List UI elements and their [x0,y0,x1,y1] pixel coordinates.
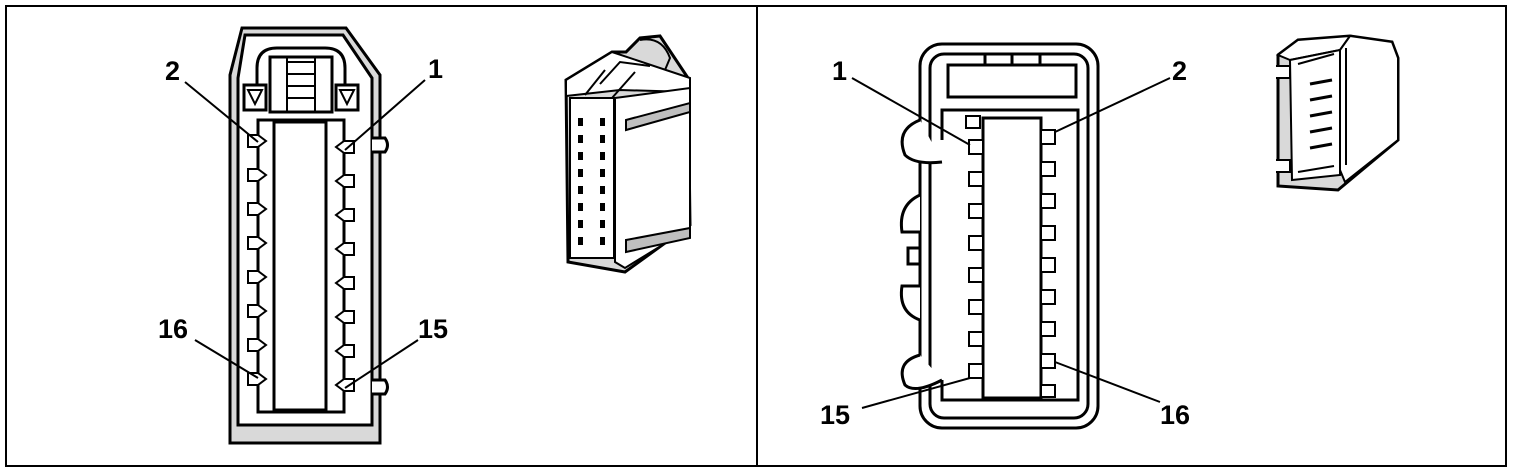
left-pin-label-15: 15 [418,314,448,344]
terminal-left-col [247,202,268,216]
left-pin-label-1: 1 [428,54,443,84]
terminal-left-col [247,236,268,250]
left-latch-left-detail [246,89,264,107]
left-latch-right [334,83,360,112]
terminal-right-col [1040,193,1056,209]
left-leader-1 [344,79,426,151]
iso-slot [1309,94,1333,102]
terminal-left-col [247,338,268,352]
left-lock-window [268,55,334,114]
right-leader-15 [861,377,971,409]
iso-cavity [600,135,605,143]
left-pin-label-16: 16 [158,314,188,344]
iso-cavity [600,220,605,228]
right-top-key [946,63,1078,99]
left-leader-16 [194,339,259,379]
left-panel: 2 1 16 15 [158,26,692,445]
terminal-left-col [247,304,268,318]
terminal-left-col [968,171,984,187]
left-terminals [247,134,355,392]
terminal-right-col [1040,257,1056,273]
terminal-right-col [334,276,355,290]
right-center-plate [981,116,1043,400]
terminal-right-col [334,208,355,222]
iso-slot [1309,142,1333,150]
terminal-right-col [1040,161,1056,177]
iso-cavity [578,220,583,228]
left-side-key-top [372,136,389,154]
terminal-right-col [334,242,355,256]
iso-cavity [600,118,605,126]
right-side-tab-mid2 [906,246,922,266]
left-lock-slats [286,57,316,112]
terminal-left-col [968,203,984,219]
left-center-plate [272,120,328,412]
terminal-left-col [968,299,984,315]
left-latch-right-detail [338,89,356,107]
terminal-right-col [334,174,355,188]
left-lock-arch [255,46,347,110]
iso-cavity [600,169,605,177]
terminal-left-col [247,168,268,182]
iso-cavity [578,169,583,177]
right-side-tab-top [900,118,943,165]
terminal-right-col [334,140,355,154]
terminal-right-col [334,310,355,324]
right-side-tab-mid3 [899,284,921,322]
terminal-right-col [334,378,355,392]
left-pin-label-2: 2 [165,56,180,86]
right-pin-label-1: 1 [832,56,847,86]
iso-cavity [578,118,583,126]
right-pin-label-16: 16 [1160,400,1190,430]
terminal-right-col [1040,129,1056,145]
left-side-key-bottom [372,378,389,396]
right-terminals [968,129,1056,379]
left-latch-left [242,83,268,112]
iso-cavity [600,203,605,211]
iso-cavity [578,135,583,143]
terminal-left-col [968,235,984,251]
terminal-left-col [968,363,984,379]
right-leader-2 [1054,77,1171,133]
terminal-right-col [1040,353,1056,369]
right-pin-label-2: 2 [1172,56,1187,86]
iso-cavity [600,186,605,194]
iso-cavity [600,237,605,245]
iso-cavity [578,203,583,211]
iso-slot [1309,126,1333,134]
terminal-left-col [968,331,984,347]
left-leader-15 [344,339,419,389]
right-corner-tab-bottom [1040,384,1056,398]
right-panel: 1 2 15 16 [820,34,1400,430]
terminal-left-col [968,139,984,155]
terminal-right-col [334,344,355,358]
terminal-left-col [968,267,984,283]
right-iso-connector [1276,34,1400,192]
right-pin-label-15: 15 [820,400,850,430]
iso-cavity [578,152,583,160]
terminal-left-col [247,270,268,284]
terminal-right-col [1040,225,1056,241]
right-inner-frame [940,108,1080,402]
terminal-right-col [1040,321,1056,337]
iso-slot [1309,78,1333,86]
right-side-tab-bottom [900,353,943,391]
left-leader-2 [184,81,259,143]
right-corner-tab-top [965,115,981,129]
iso-cavity [600,152,605,160]
right-leader-1 [851,77,971,146]
right-side-tab-mid1 [899,193,921,234]
iso-slot [1309,110,1333,118]
iso-cavity [578,186,583,194]
iso-cavity [578,237,583,245]
terminal-right-col [1040,289,1056,305]
left-iso-connector [564,34,692,274]
right-leader-16 [1054,361,1161,403]
